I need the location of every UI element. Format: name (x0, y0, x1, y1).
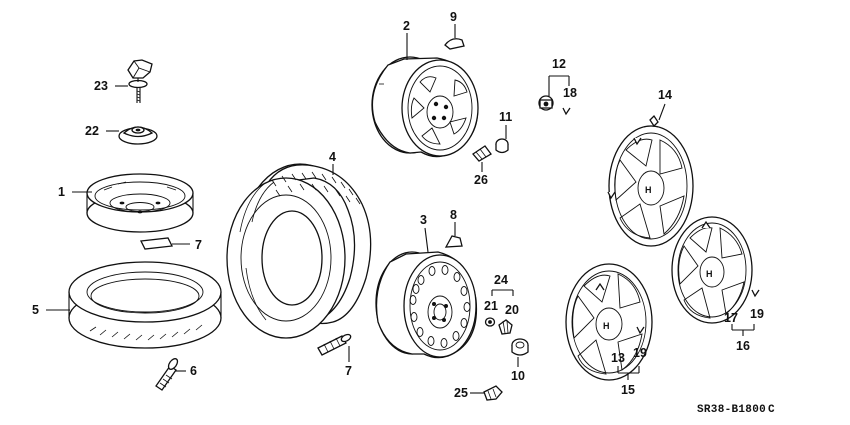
callout-3: 3 (420, 213, 427, 227)
callout-10: 10 (511, 369, 525, 383)
callout-2: 2 (403, 19, 410, 33)
callout-1: 1 (58, 185, 65, 199)
callout-9: 9 (450, 10, 457, 24)
diagram-code: SR38-B1800 (697, 404, 766, 416)
callout-13: 13 (611, 351, 625, 365)
callout-23: 23 (94, 79, 108, 93)
callout-19-right: 19 (750, 307, 764, 321)
washer-21 (484, 317, 496, 327)
alloy-wheel (371, 56, 479, 158)
callout-18: 18 (563, 86, 577, 100)
callout-16: 16 (736, 339, 750, 353)
callout-26: 26 (474, 173, 488, 187)
valve-stem-26 (472, 145, 492, 162)
callout-7-lower: 7 (345, 364, 352, 378)
callout-7-upper: 7 (195, 238, 202, 252)
callout-22: 22 (85, 124, 99, 138)
lug-nut-11 (495, 138, 509, 154)
callout-25: 25 (454, 386, 468, 400)
valve-stem-left (155, 358, 179, 391)
callout-8: 8 (450, 208, 457, 222)
callout-4: 4 (329, 150, 336, 164)
wheel-cover-17: H (671, 216, 753, 324)
callout-24: 24 (494, 273, 508, 287)
svg-text:H: H (645, 185, 652, 195)
clip-18 (562, 107, 571, 116)
clip-15 (636, 326, 645, 335)
wheel-nut-12 (538, 95, 554, 111)
callout-19-center: 19 (633, 346, 647, 360)
balance-weight-upper (140, 237, 173, 250)
diagram-code-suffix: C (768, 404, 775, 416)
callout-17: 17 (724, 311, 738, 325)
callout-14: 14 (658, 88, 672, 102)
clip-16 (751, 289, 760, 298)
callout-5: 5 (32, 303, 39, 317)
callout-6: 6 (190, 364, 197, 378)
cap-nut-25 (483, 385, 503, 401)
valve-stem-center (317, 333, 352, 356)
svg-text:H: H (603, 321, 610, 331)
balance-weight-8 (444, 235, 463, 248)
callout-15: 15 (621, 383, 635, 397)
wheel-cover-13: H (565, 263, 653, 381)
steel-wheel (375, 251, 478, 359)
spare-wheel (86, 173, 194, 233)
svg-text:H: H (706, 269, 713, 279)
callout-20: 20 (505, 303, 519, 317)
lug-nut-20 (498, 319, 513, 335)
spare-tire-bolt (127, 59, 153, 103)
wheel-cover-14: H (608, 114, 694, 247)
spare-tire (68, 261, 222, 349)
callout-12: 12 (552, 57, 566, 71)
spare-tire-spacer (118, 126, 158, 145)
lug-nut-10 (511, 338, 529, 356)
callout-21: 21 (484, 299, 498, 313)
main-tire (226, 163, 372, 339)
balance-weight-9 (444, 38, 465, 50)
clip-left-14 (607, 191, 616, 200)
callout-11: 11 (499, 110, 512, 124)
clip-right-14 (633, 137, 642, 146)
